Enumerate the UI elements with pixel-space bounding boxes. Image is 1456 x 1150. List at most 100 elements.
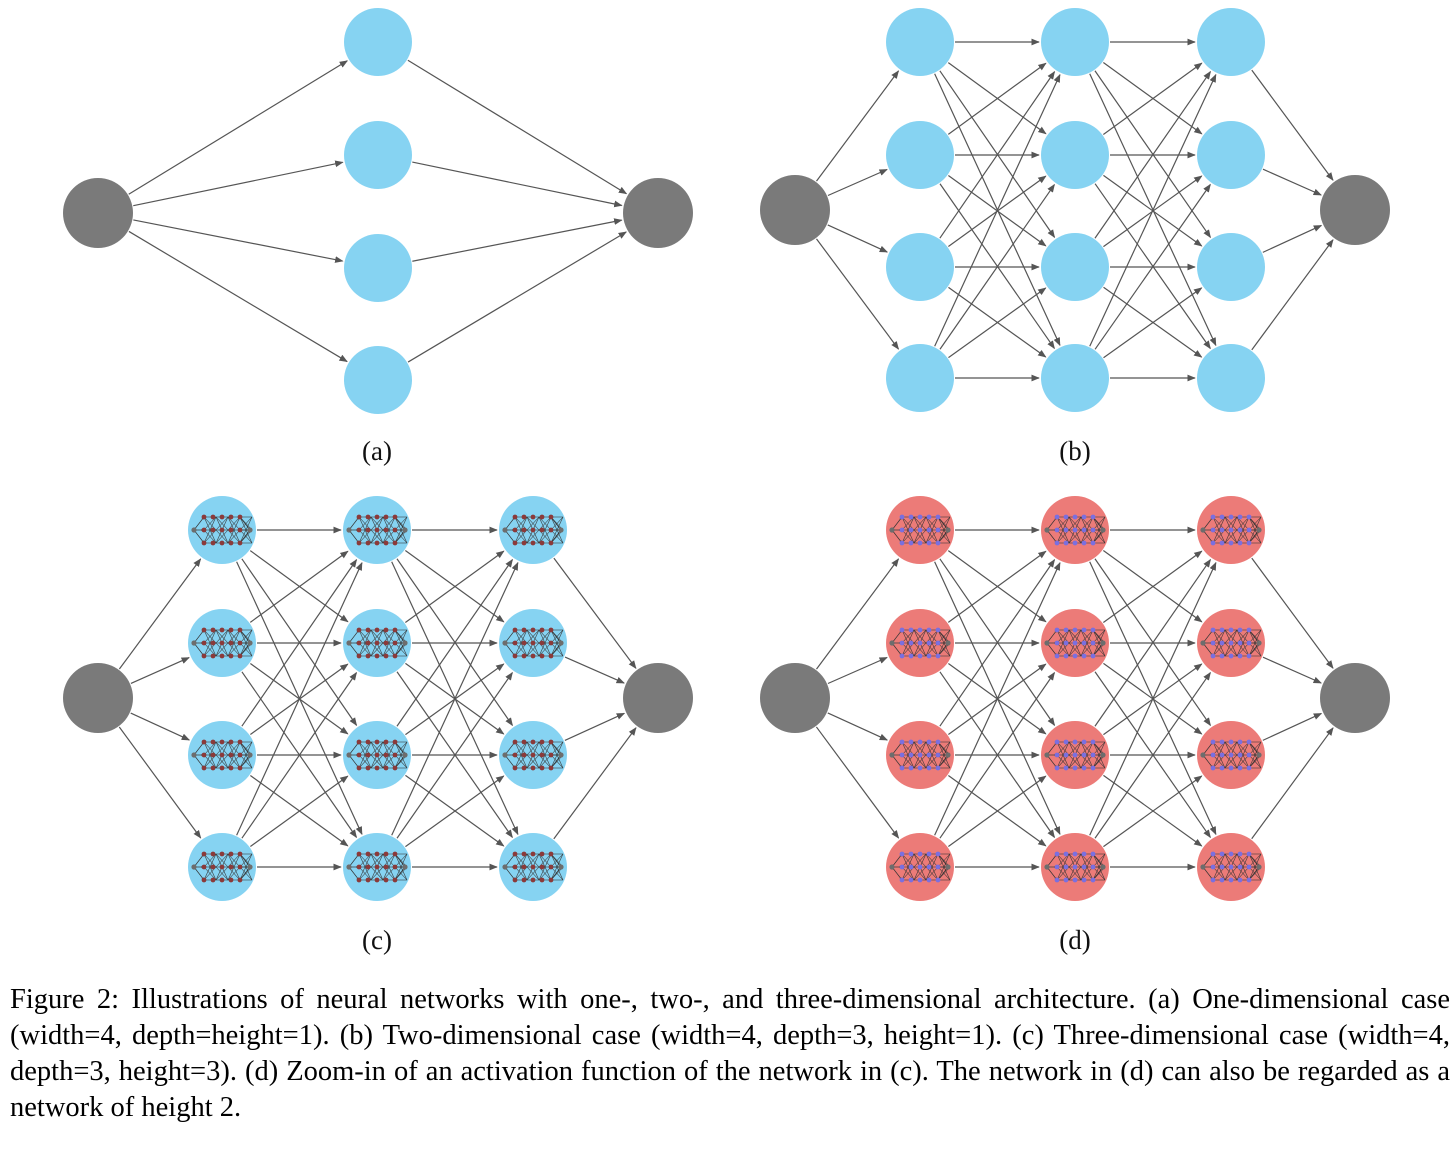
- edge-hidden-to-output: [1262, 224, 1323, 253]
- edge-hidden-to-hidden: [1102, 550, 1203, 623]
- edge-hidden-to-output: [407, 231, 627, 363]
- edge-hidden-to-output: [1251, 239, 1334, 351]
- panel-c-diagram: [63, 496, 693, 901]
- hidden-node: [1041, 344, 1109, 412]
- panel-label-c: (c): [362, 925, 392, 955]
- panel-label-b: (b): [1059, 436, 1091, 466]
- edge-hidden-to-hidden: [1094, 558, 1211, 727]
- figure-caption: Figure 2: Illustrations of neural networ…: [10, 984, 1450, 1123]
- edge-hidden-to-hidden: [939, 183, 1055, 350]
- input-node: [760, 663, 830, 733]
- edge-hidden-to-output: [1262, 712, 1323, 741]
- hidden-node: [886, 233, 954, 301]
- input-node: [63, 178, 133, 248]
- edge-input-to-hidden: [133, 219, 344, 263]
- edge-hidden-to-output: [1262, 168, 1322, 196]
- panel-b-diagram: [760, 8, 1390, 412]
- edge-input-to-hidden: [128, 230, 348, 363]
- hidden-node: [344, 8, 412, 76]
- edge-hidden-to-output: [564, 712, 626, 742]
- edge-hidden-to-hidden: [934, 73, 1061, 347]
- subnetwork-icon: [191, 851, 253, 883]
- hidden-node: [344, 121, 412, 189]
- edge-hidden-to-hidden: [241, 671, 358, 839]
- edge-hidden-to-output: [407, 59, 628, 195]
- subnetwork-icon: [1200, 627, 1262, 659]
- panel-a-diagram: [63, 8, 693, 414]
- edge-input-to-hidden: [130, 657, 190, 684]
- subnetwork-icon: [191, 739, 253, 771]
- edge-hidden-to-hidden: [1094, 671, 1211, 839]
- hidden-node: [1041, 233, 1109, 301]
- subnetwork-icon: [502, 851, 564, 883]
- edge-hidden-to-hidden: [934, 561, 1061, 836]
- edge-input-to-hidden: [827, 712, 889, 741]
- edge-hidden-to-hidden: [948, 775, 1047, 847]
- edge-input-to-hidden: [816, 70, 900, 182]
- hidden-node: [344, 234, 412, 302]
- edge-hidden-to-hidden: [241, 558, 358, 727]
- edge-hidden-to-hidden: [948, 287, 1047, 359]
- subnetwork-icon: [346, 627, 408, 659]
- subnetwork-icon: [191, 514, 253, 546]
- subnetwork-icon: [889, 851, 951, 883]
- edge-hidden-to-hidden: [391, 561, 519, 836]
- edge-hidden-to-hidden: [939, 671, 1056, 839]
- edge-hidden-to-output: [1251, 557, 1334, 669]
- edge-input-to-hidden: [133, 160, 344, 207]
- edge-input-to-hidden: [815, 726, 900, 839]
- edge-hidden-to-hidden: [249, 550, 349, 623]
- edge-input-to-hidden: [130, 712, 191, 741]
- subnetwork-icon: [1044, 739, 1106, 771]
- edge-hidden-to-output: [1262, 656, 1322, 684]
- edge-hidden-to-hidden: [396, 671, 513, 839]
- hidden-node: [1197, 8, 1265, 76]
- edge-hidden-to-hidden: [250, 775, 349, 847]
- hidden-node: [344, 346, 412, 414]
- hidden-node: [886, 344, 954, 412]
- edge-hidden-to-output: [553, 557, 637, 669]
- edge-hidden-to-output: [412, 161, 623, 208]
- subnetwork-icon: [502, 627, 564, 659]
- subnetwork-icon: [346, 739, 408, 771]
- hidden-node: [1197, 121, 1265, 189]
- panel-label-d: (d): [1059, 925, 1091, 955]
- subnetwork-icon: [1200, 851, 1262, 883]
- subnetwork-icon: [1200, 514, 1262, 546]
- hidden-node: [1041, 8, 1109, 76]
- subnetwork-icon: [346, 514, 408, 546]
- edge-input-to-hidden: [816, 238, 900, 350]
- subnetwork-icon: [889, 514, 951, 546]
- edge-input-to-hidden: [816, 558, 900, 670]
- edge-hidden-to-output: [564, 656, 625, 684]
- edge-hidden-to-hidden: [1103, 775, 1203, 848]
- edge-hidden-to-hidden: [236, 561, 363, 836]
- network-diagrams: [63, 8, 1390, 901]
- hidden-node: [1197, 344, 1265, 412]
- edge-hidden-to-output: [553, 727, 637, 840]
- edge-hidden-to-output: [1251, 69, 1334, 181]
- output-node: [1320, 663, 1390, 733]
- hidden-node: [886, 8, 954, 76]
- edge-hidden-to-hidden: [405, 775, 505, 848]
- edge-hidden-to-hidden: [939, 70, 1056, 239]
- edge-input-to-hidden: [827, 224, 889, 253]
- subnetwork-icon: [889, 627, 951, 659]
- edge-input-to-hidden: [827, 656, 888, 685]
- output-node: [1320, 175, 1390, 245]
- input-node: [760, 175, 830, 245]
- edge-hidden-to-hidden: [396, 558, 513, 727]
- edge-hidden-to-hidden: [1102, 62, 1203, 135]
- subnetwork-icon: [502, 739, 564, 771]
- edge-hidden-to-hidden: [1094, 183, 1211, 350]
- subnetwork-icon: [1044, 514, 1106, 546]
- edge-hidden-to-hidden: [1094, 70, 1211, 239]
- panel-label-a: (a): [362, 436, 392, 466]
- subnetwork-icon: [889, 739, 951, 771]
- hidden-node: [1197, 233, 1265, 301]
- subnetwork-icon: [1200, 739, 1262, 771]
- edge-hidden-to-hidden: [404, 550, 505, 623]
- edge-input-to-hidden: [128, 60, 348, 195]
- edge-hidden-to-hidden: [947, 550, 1047, 623]
- edge-input-to-hidden: [118, 726, 202, 839]
